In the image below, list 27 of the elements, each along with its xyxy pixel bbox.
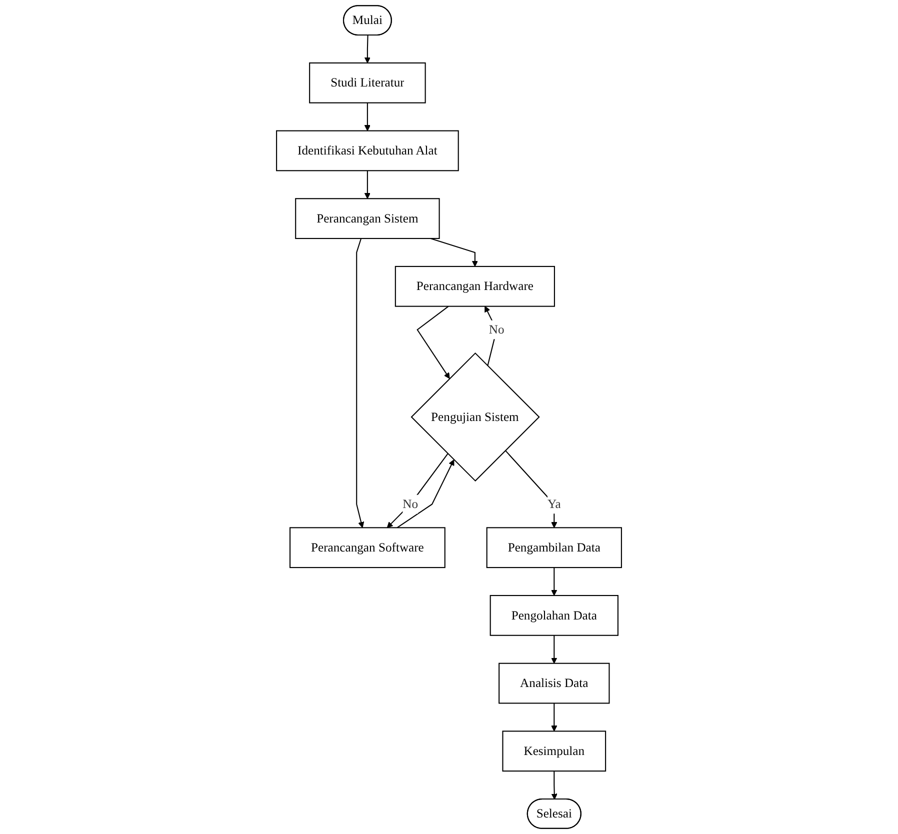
arrow xyxy=(430,238,478,267)
node-box: Identifikasi Kebutuhan Alat xyxy=(276,130,459,172)
node-box: Perancangan Software xyxy=(290,527,446,568)
edge-label: Ya xyxy=(547,496,561,511)
node-box: Pengambilan Data xyxy=(486,527,622,568)
arrow xyxy=(504,450,558,528)
node-box: Pengolahan Data xyxy=(490,595,618,636)
arrow xyxy=(416,306,450,379)
node-box: Analisis Data xyxy=(498,662,610,704)
arrow xyxy=(364,170,371,199)
arrow xyxy=(364,35,371,64)
arrow xyxy=(551,635,558,664)
edge-label: No xyxy=(402,496,418,511)
edge-label: No xyxy=(488,322,504,336)
arrow xyxy=(551,703,558,732)
arrow xyxy=(484,306,498,366)
arrow xyxy=(386,453,448,528)
arrow xyxy=(551,568,558,596)
node-box: Kesimpulan xyxy=(502,730,606,772)
arrow xyxy=(396,460,454,528)
node-box: Perancangan Sistem xyxy=(295,198,440,240)
arrow xyxy=(551,771,558,800)
arrow xyxy=(364,102,371,132)
arrow xyxy=(356,238,364,528)
node-box: Perancangan Hardware xyxy=(394,266,555,307)
node-box: Studi Literatur xyxy=(309,62,426,104)
node-diamond: Pengujian Sistem xyxy=(410,352,540,482)
